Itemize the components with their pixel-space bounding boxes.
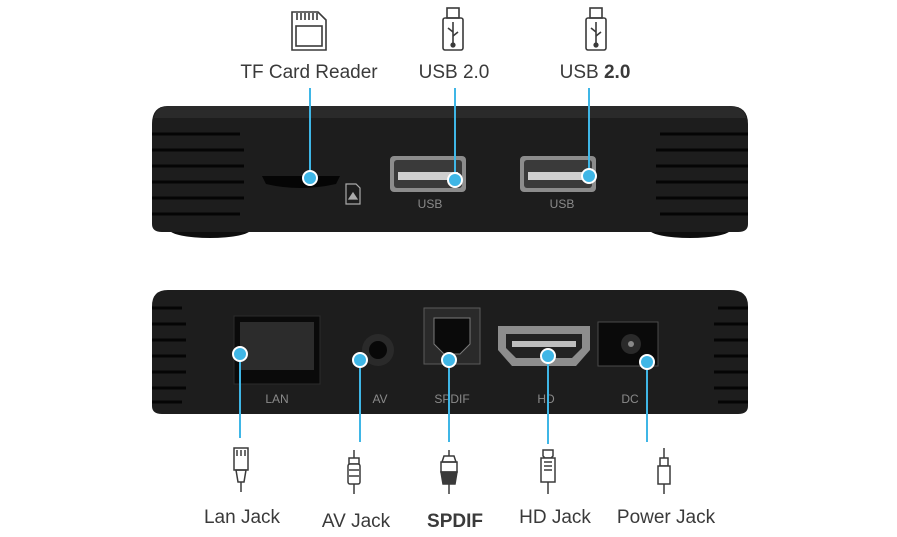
vent-grille-right	[656, 132, 748, 216]
lan-jack-label: Lan Jack	[203, 507, 281, 528]
lan-port-label: LAN	[265, 392, 288, 406]
usb-2-label-prefix: USB	[559, 62, 604, 83]
callout-dc	[639, 354, 655, 442]
usb-port-2-label: USB	[550, 197, 575, 211]
usb-port-1	[390, 156, 466, 192]
usb-2-label: USB 2.0	[560, 63, 631, 82]
usb-icon	[442, 7, 464, 51]
callout-usb-1	[447, 88, 463, 188]
usb-port-2	[520, 156, 596, 192]
callout-usb-2	[581, 88, 597, 184]
device-side-bottom: LAN AV SPDIF HD DC	[152, 290, 748, 414]
av-jack-label: AV Jack	[321, 511, 391, 532]
callout-lan	[232, 346, 248, 438]
callout-hd	[540, 348, 556, 444]
tf-card-slot	[262, 176, 340, 188]
dc-plug-icon	[657, 448, 671, 494]
rca-plug-icon	[347, 450, 361, 494]
vent-grille-left	[152, 306, 186, 404]
sd-card-icon	[291, 11, 327, 51]
usb-port-1-label: USB	[418, 197, 443, 211]
sd-card-mark-icon	[345, 183, 361, 205]
hdmi-port-label: HD	[537, 392, 555, 406]
usb-1-label: USB 2.0	[418, 62, 490, 83]
av-port-label: AV	[372, 392, 387, 406]
callout-av	[352, 352, 368, 442]
optical-plug-icon	[440, 450, 458, 494]
usb-icon	[585, 7, 607, 51]
vent-grille-left	[152, 132, 244, 216]
tf-card-reader-label: TF Card Reader	[240, 62, 378, 83]
callout-spdif	[441, 352, 457, 442]
hdmi-plug-icon	[540, 449, 556, 494]
device-side-top: USB USB	[152, 106, 748, 238]
vent-grille-right	[714, 306, 748, 404]
lan-port	[233, 315, 321, 385]
hd-jack-label: HD Jack	[519, 507, 591, 528]
dc-port-label: DC	[621, 392, 639, 406]
hdmi-port	[498, 326, 590, 366]
spdif-label: SPDIF	[427, 511, 483, 532]
power-jack-label: Power Jack	[616, 507, 716, 528]
av-port	[362, 334, 394, 366]
spdif-port-label: SPDIF	[434, 392, 469, 406]
usb-2-label-version: 2.0	[603, 62, 631, 83]
callout-tf-card	[302, 88, 318, 186]
ethernet-plug-icon	[233, 447, 249, 492]
